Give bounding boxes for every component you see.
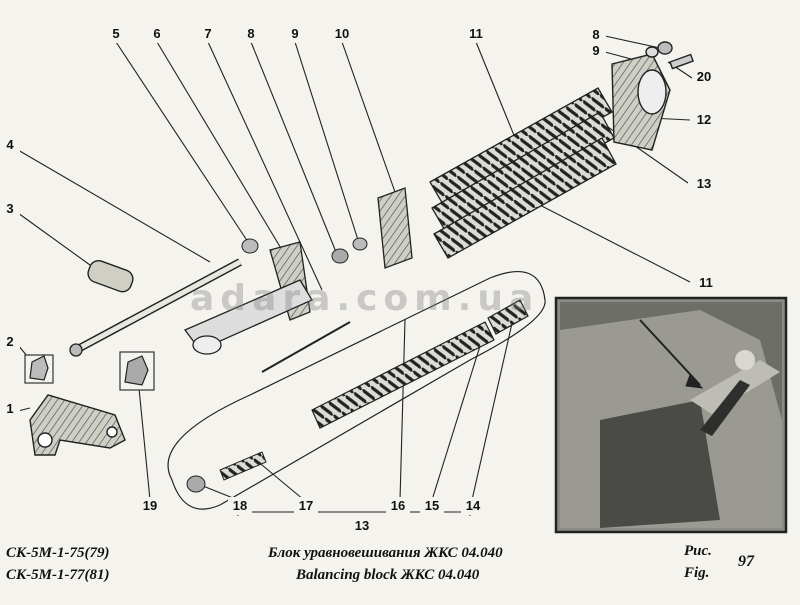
fitting-part xyxy=(24,354,54,384)
inset-photo xyxy=(554,296,788,534)
callout-16: 16 xyxy=(386,497,410,515)
lever-part xyxy=(29,394,126,456)
nut-part-2 xyxy=(352,237,368,251)
mount-part xyxy=(611,41,694,151)
callout-8: 8 xyxy=(241,25,261,43)
callout-10: 10 xyxy=(330,25,354,43)
callout-4: 4 xyxy=(0,136,20,154)
caption-title-ru: Блок уравновешивания ЖКС 04.040 xyxy=(268,545,503,561)
spring-set xyxy=(429,87,617,259)
caption-title-en: Balancing block ЖКС 04.040 xyxy=(296,567,480,583)
callout-3: 3 xyxy=(0,200,20,218)
washer-part xyxy=(241,238,259,254)
callout-11-top: 11 xyxy=(464,25,488,43)
figure-label-ru: Рис. xyxy=(684,543,712,559)
callout-12: 12 xyxy=(692,111,716,129)
callout-7: 7 xyxy=(198,25,218,43)
rod-part xyxy=(69,258,242,357)
support-part xyxy=(183,241,313,355)
pin-part xyxy=(261,321,351,373)
bracket-part xyxy=(119,351,155,391)
bolt-17 xyxy=(219,451,267,481)
plate-part xyxy=(377,187,413,269)
spring-16 xyxy=(311,321,495,429)
callout-13-bottom: 13 xyxy=(350,517,374,535)
callout-13-right: 13 xyxy=(692,175,716,193)
callout-19: 19 xyxy=(138,497,162,515)
callout-1: 1 xyxy=(0,400,20,418)
figure-number: 97 xyxy=(738,553,754,570)
callout-18: 18 xyxy=(228,497,252,515)
spring-15 xyxy=(487,299,529,335)
callout-17: 17 xyxy=(294,497,318,515)
model-line-2: СК-5М-1-77(81) xyxy=(6,567,110,583)
model-line-1: СК-5М-1-75(79) xyxy=(6,545,110,561)
callout-20: 20 xyxy=(692,68,716,86)
nut-18 xyxy=(186,475,206,493)
callout-9-right: 9 xyxy=(586,42,606,60)
callout-11-bottom: 11 xyxy=(694,274,718,292)
callout-9: 9 xyxy=(285,25,305,43)
bushing-part xyxy=(87,259,134,293)
callout-14: 14 xyxy=(461,497,485,515)
callout-6: 6 xyxy=(147,25,167,43)
figure-label-en: Fig. xyxy=(684,565,710,581)
callout-2: 2 xyxy=(0,333,20,351)
callout-15: 15 xyxy=(420,497,444,515)
nut-part xyxy=(331,248,349,264)
assembly-outline xyxy=(167,270,546,510)
callout-8-right: 8 xyxy=(586,26,606,44)
callout-5: 5 xyxy=(106,25,126,43)
watermark-text: adara.com.ua xyxy=(190,278,540,319)
